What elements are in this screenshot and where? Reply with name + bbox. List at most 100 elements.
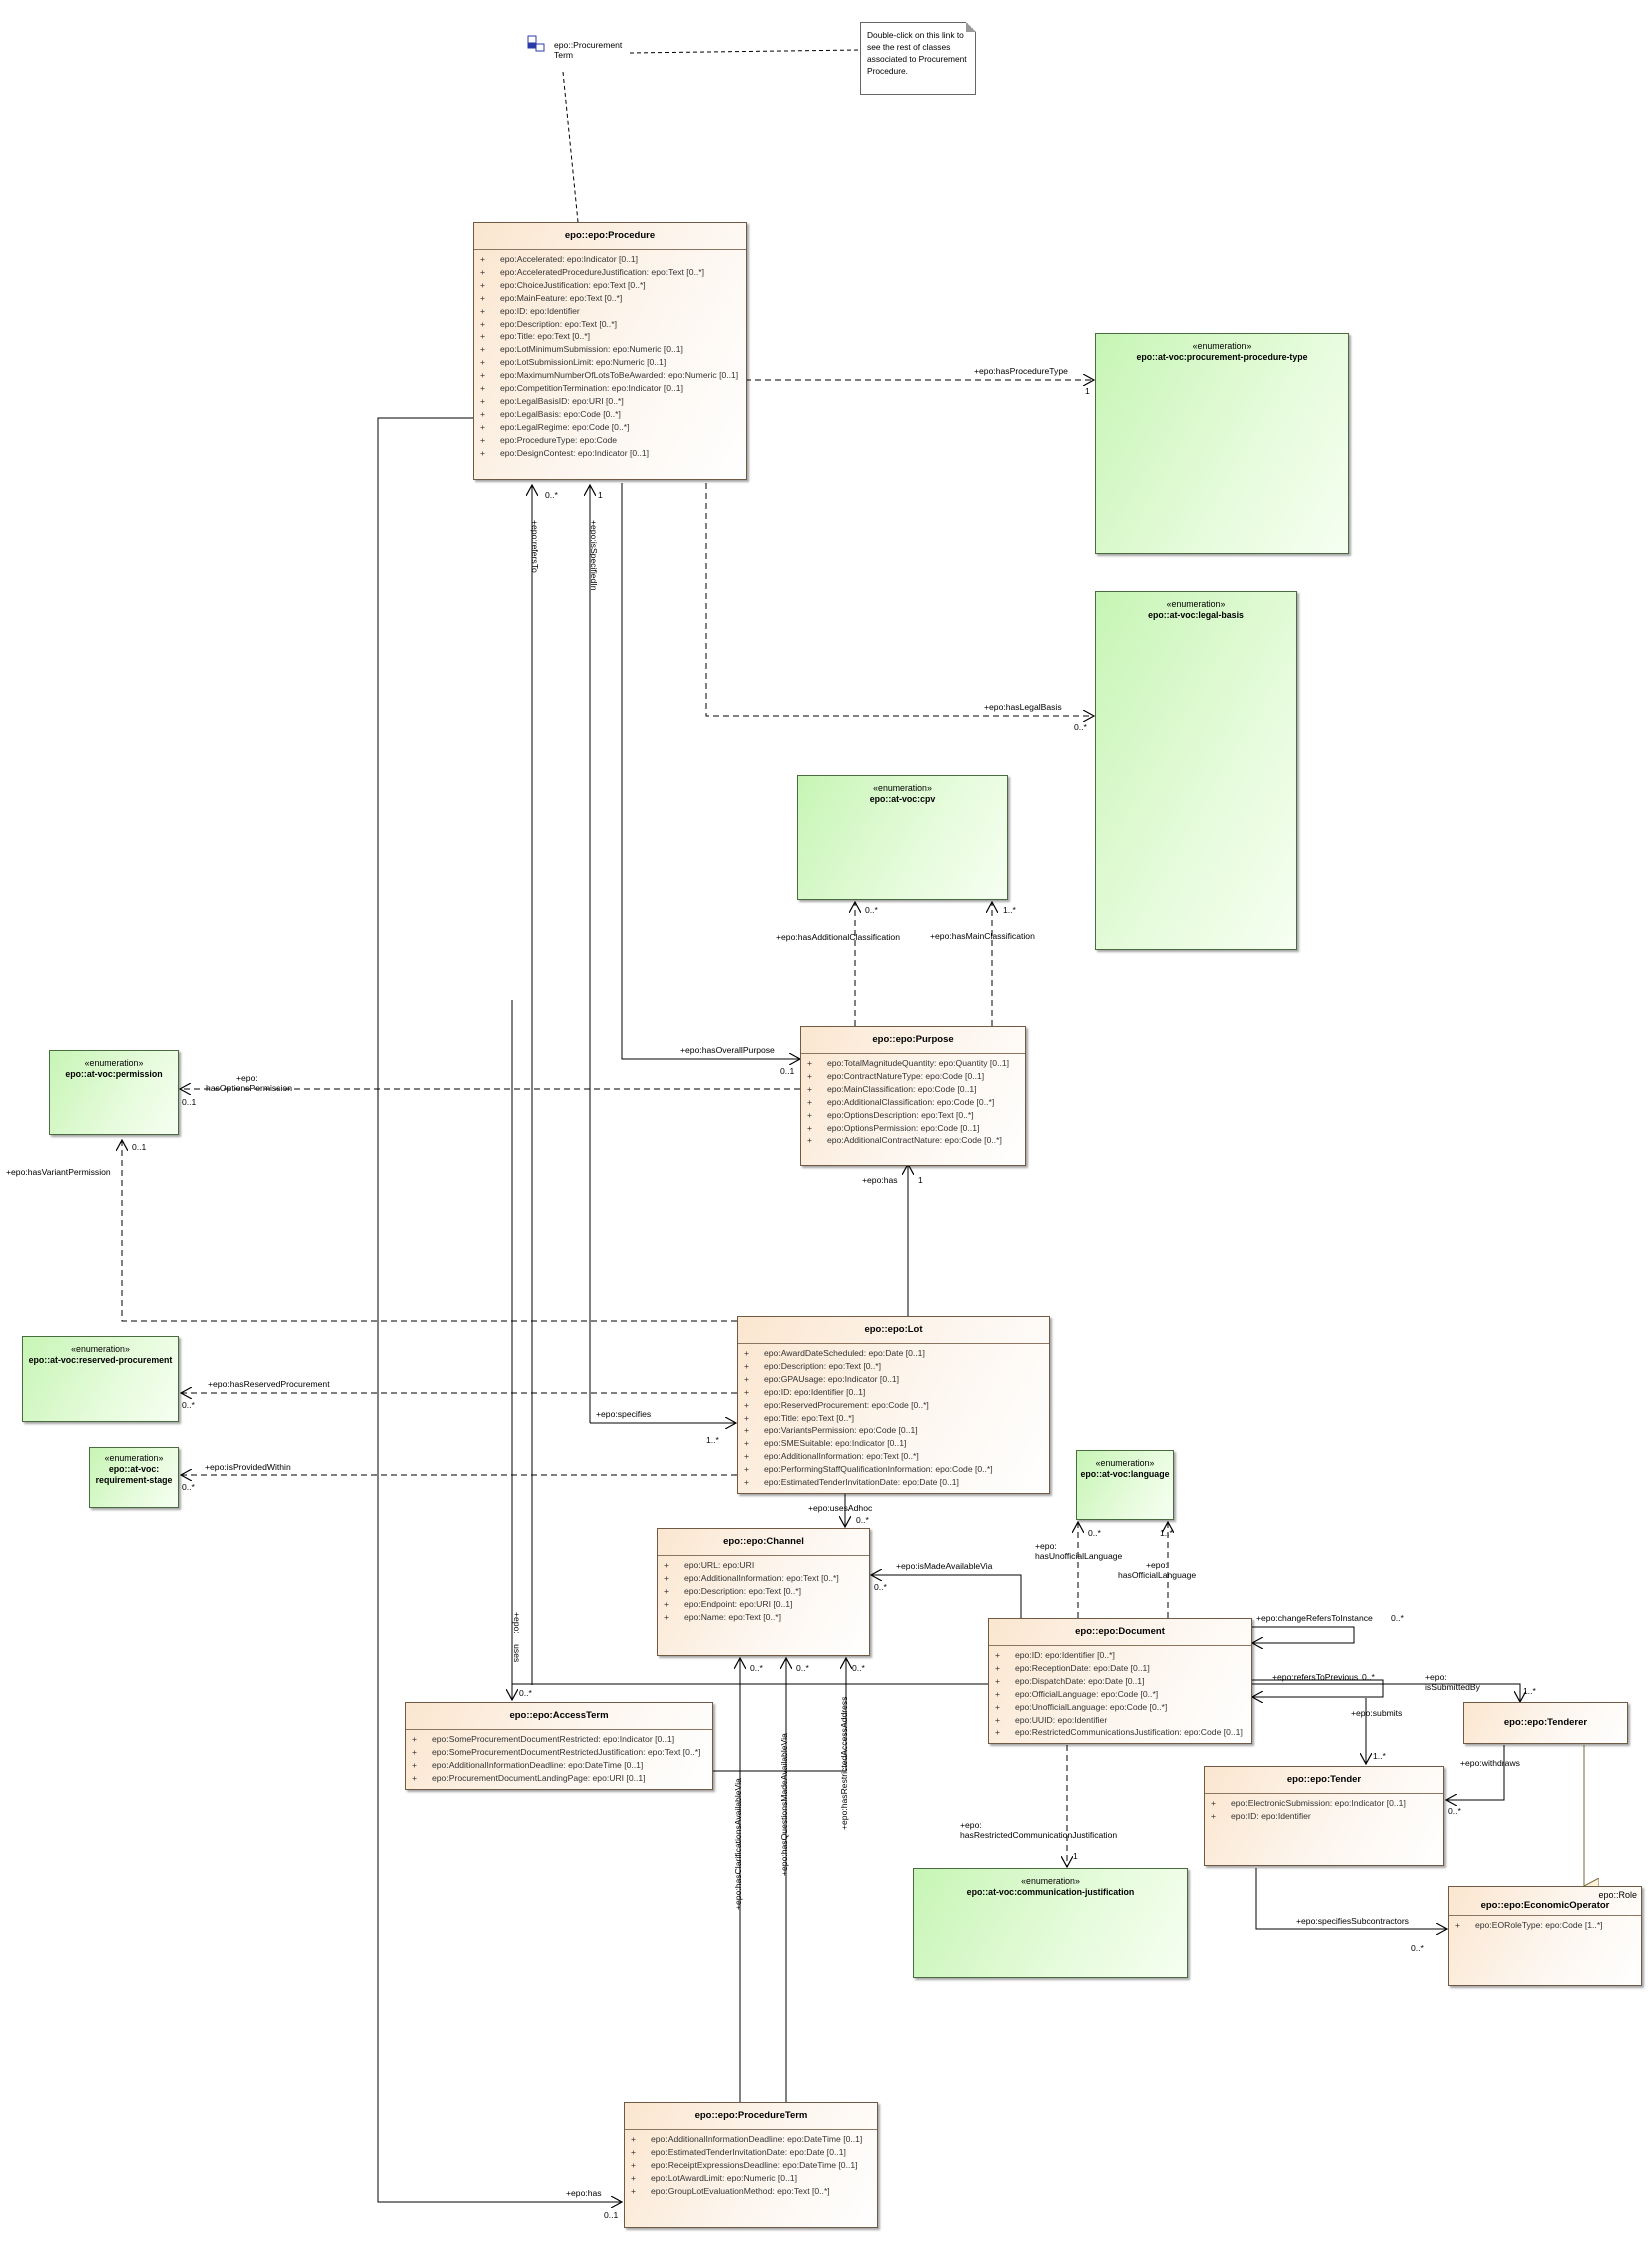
visibility-public: + — [480, 305, 486, 316]
attribute-row[interactable]: +epo:LegalRegime: epo:Code [0..*] — [480, 421, 740, 434]
attribute-text: epo:AdditionalClassification: epo:Code [… — [827, 1096, 995, 1107]
visibility-public: + — [1455, 1920, 1461, 1930]
attribute-row[interactable]: +epo:AcceleratedProcedureJustification: … — [480, 266, 740, 279]
attribute-row[interactable]: +epo:TotalMagnitudeQuantity: epo:Quantit… — [807, 1057, 1019, 1070]
assoc-changeRefersToInstance — [1252, 1626, 1355, 1643]
attribute-row[interactable]: +epo:OfficialLanguage: epo:Code [0..*] — [995, 1688, 1245, 1701]
class-economicoperator[interactable]: epo::Role epo::epo:EconomicOperator +epo… — [1448, 1886, 1642, 1986]
attribute-row[interactable]: +epo:ReceptionDate: epo:Date [0..1] — [995, 1662, 1245, 1675]
attribute-row[interactable]: +epo:ID: epo:Identifier [0..*] — [995, 1649, 1245, 1662]
attribute-row[interactable]: +epo:ID: epo:Identifier [0..1] — [744, 1386, 1043, 1399]
enum-requirement-stage[interactable]: «enumeration» epo::at-voc: requirement-s… — [89, 1447, 179, 1508]
attribute-row[interactable]: +epo:LotSubmissionLimit: epo:Numeric [0.… — [480, 356, 740, 369]
attribute-row[interactable]: +epo:EORoleType: epo:Code [1..*] — [1455, 1919, 1635, 1932]
class-procedureterm[interactable]: epo::epo:ProcedureTerm +epo:AdditionalIn… — [624, 2102, 878, 2228]
attribute-row[interactable]: +epo:UnofficialLanguage: epo:Code [0..*] — [995, 1701, 1245, 1714]
attribute-row[interactable]: +epo:AdditionalInformation: epo:Text [0.… — [664, 1572, 863, 1585]
attribute-row[interactable]: +epo:LegalBasisID: epo:URI [0..*] — [480, 395, 740, 408]
attribute-row[interactable]: +epo:Description: epo:Text [0..*] — [664, 1585, 863, 1598]
attribute-text: epo:Endpoint: epo:URI [0..1] — [684, 1598, 793, 1609]
attribute-row[interactable]: +epo:OptionsPermission: epo:Code [0..1] — [807, 1122, 1019, 1135]
enum-permission[interactable]: «enumeration» epo::at-voc:permission — [49, 1050, 179, 1135]
class-accessterm[interactable]: epo::epo:AccessTerm +epo:SomeProcurement… — [405, 1702, 713, 1790]
visibility-public: + — [995, 1688, 1001, 1699]
attribute-row[interactable]: +epo:LotAwardLimit: epo:Numeric [0..1] — [631, 2172, 871, 2185]
attribute-row[interactable]: +epo:MaximumNumberOfLotsToBeAwarded: epo… — [480, 369, 740, 382]
label-hasProcedureType: +epo:hasProcedureType — [974, 366, 1068, 376]
attribute-row[interactable]: +epo:Description: epo:Text [0..*] — [744, 1360, 1043, 1373]
attribute-text: epo:SMESuitable: epo:Indicator [0..1] — [764, 1438, 907, 1449]
class-lot[interactable]: epo::epo:Lot +epo:AwardDateScheduled: ep… — [737, 1316, 1050, 1494]
attribute-row[interactable]: +epo:RestrictedCommunicationsJustificati… — [995, 1726, 1245, 1739]
attribute-row[interactable]: +epo:VariantsPermission: epo:Code [0..1] — [744, 1424, 1043, 1437]
attribute-row[interactable]: +epo:CompetitionTermination: epo:Indicat… — [480, 382, 740, 395]
attribute-row[interactable]: +epo:URL: epo:URI — [664, 1559, 863, 1572]
attribute-row[interactable]: +epo:GroupLotEvaluationMethod: epo:Text … — [631, 2185, 871, 2198]
attribute-row[interactable]: +epo:LegalBasis: epo:Code [0..*] — [480, 408, 740, 421]
attribute-row[interactable]: +epo:ProcurementDocumentLandingPage: epo… — [412, 1772, 706, 1785]
attribute-row[interactable]: +epo:UUID: epo:Identifier — [995, 1714, 1245, 1727]
attribute-row[interactable]: + epo:Endpoint: epo:URI [0..1] — [664, 1598, 863, 1611]
label-specifiesSubcontractors: +epo:specifiesSubcontractors — [1296, 1916, 1409, 1926]
attribute-row[interactable]: +epo:AdditionalInformationDeadline: epo:… — [412, 1759, 706, 1772]
label-hasLegalBasis: +epo:hasLegalBasis — [984, 702, 1062, 712]
mult-subcontr: 0..* — [1411, 1943, 1424, 1953]
attribute-row[interactable]: +epo:Name: epo:Text [0..*] — [664, 1611, 863, 1624]
procurement-term-link-name[interactable]: epo::Procurement Term — [554, 40, 623, 60]
attribute-row[interactable]: +epo:Title: epo:Text [0..*] — [744, 1412, 1043, 1425]
enum-legal-basis[interactable]: «enumeration» epo::at-voc:legal-basis — [1095, 591, 1297, 950]
attribute-row[interactable]: +epo:SMESuitable: epo:Indicator [0..1] — [744, 1437, 1043, 1450]
attribute-row[interactable]: +epo:AwardDateScheduled: epo:Date [0..1] — [744, 1347, 1043, 1360]
attribute-row[interactable]: +epo:Description: epo:Text [0..*] — [480, 318, 740, 331]
attribute-row[interactable]: +epo:ReservedProcurement: epo:Code [0..*… — [744, 1399, 1043, 1412]
attribute-row[interactable]: +epo:AdditionalContractNature: epo:Code … — [807, 1134, 1019, 1147]
attribute-row[interactable]: +epo:Title: epo:Text [0..*] — [480, 330, 740, 343]
hint-note: Double-click on this link to see the res… — [860, 22, 976, 95]
attribute-row[interactable]: +epo:OptionsDescription: epo:Text [0..*] — [807, 1109, 1019, 1122]
visibility-public: + — [664, 1598, 670, 1609]
class-tenderer[interactable]: epo::epo:Tenderer — [1463, 1702, 1628, 1744]
attribute-row[interactable]: +epo:ElectronicSubmission: epo:Indicator… — [1211, 1797, 1437, 1810]
enum-reserved-procurement[interactable]: «enumeration» epo::at-voc:reserved-procu… — [22, 1336, 179, 1422]
attribute-row[interactable]: +epo:SomeProcurementDocumentRestricted: … — [412, 1733, 706, 1746]
attribute-row[interactable]: +epo:ChoiceJustification: epo:Text [0..*… — [480, 279, 740, 292]
attribute-row[interactable]: +epo:GPAUsage: epo:Indicator [0..1] — [744, 1373, 1043, 1386]
attribute-row[interactable]: +epo:SomeProcurementDocumentRestrictedJu… — [412, 1746, 706, 1759]
enum-cpv[interactable]: «enumeration» epo::at-voc:cpv — [797, 775, 1008, 900]
attribute-row[interactable]: +epo:DesignContest: epo:Indicator [0..1] — [480, 447, 740, 460]
visibility-public: + — [480, 331, 486, 342]
attribute-text: epo:ContractNatureType: epo:Code [0..1] — [827, 1070, 985, 1081]
attribute-row[interactable]: +epo:AdditionalInformationDeadline: epo:… — [631, 2133, 871, 2146]
attribute-row[interactable]: +epo:Accelerated: epo:Indicator [0..1] — [480, 253, 740, 266]
class-document[interactable]: epo::epo:Document +epo:ID: epo:Identifie… — [988, 1618, 1252, 1744]
class-purpose[interactable]: epo::epo:Purpose +epo:TotalMagnitudeQuan… — [800, 1026, 1026, 1166]
attribute-row[interactable]: +epo:LotMinimumSubmission: epo:Numeric [… — [480, 343, 740, 356]
class-tender[interactable]: epo::epo:Tender +epo:ElectronicSubmissio… — [1204, 1766, 1444, 1866]
attribute-row[interactable]: +epo:ReceiptExpressionsDeadline: epo:Dat… — [631, 2159, 871, 2172]
attribute-row[interactable]: +epo:PerformingStaffQualificationInforma… — [744, 1463, 1043, 1476]
attribute-row[interactable]: +epo:ID: epo:Identifier — [1211, 1810, 1437, 1823]
attribute-row[interactable]: +epo:DispatchDate: epo:Date [0..1] — [995, 1675, 1245, 1688]
class-channel[interactable]: epo::epo:Channel +epo:URL: epo:URI+epo:A… — [657, 1528, 870, 1656]
class-procedure[interactable]: epo::epo:Procedure +epo:Accelerated: epo… — [473, 222, 747, 480]
attribute-text: epo:ProcurementDocumentLandingPage: epo:… — [432, 1772, 646, 1783]
mult-access: 0..* — [519, 1688, 532, 1698]
attribute-row[interactable]: +epo:AdditionalInformation: epo:Text [0.… — [744, 1450, 1043, 1463]
attribute-text: epo:Title: epo:Text [0..*] — [764, 1412, 854, 1423]
visibility-public: + — [807, 1096, 813, 1107]
enum-communication-justification[interactable]: «enumeration» epo::at-voc:communication-… — [913, 1868, 1188, 1978]
attribute-row[interactable]: + epo:AdditionalClassification: epo:Code … — [807, 1096, 1019, 1109]
enum-language[interactable]: «enumeration» epo::at-voc:language — [1076, 1450, 1174, 1520]
visibility-public: + — [631, 2185, 637, 2196]
attribute-row[interactable]: +epo:MainClassification: epo:Code [0..1] — [807, 1083, 1019, 1096]
visibility-public: + — [480, 318, 486, 329]
mult-has-purpose: 1 — [918, 1175, 923, 1185]
attribute-row[interactable]: +epo:ID: epo:Identifier — [480, 305, 740, 318]
enum-procurement-procedure-type[interactable]: «enumeration» epo::at-voc:procurement-pr… — [1095, 333, 1349, 554]
attribute-row[interactable]: +epo:MainFeature: epo:Text [0..*] — [480, 292, 740, 305]
attribute-row[interactable]: +epo:ProcedureType: epo:Code — [480, 434, 740, 447]
attribute-row[interactable]: +epo:EstimatedTenderInvitationDate: epo:… — [631, 2146, 871, 2159]
assoc-isSubmittedBy — [1252, 1683, 1520, 1702]
attribute-row[interactable]: +epo:ContractNatureType: epo:Code [0..1] — [807, 1070, 1019, 1083]
attribute-row[interactable]: +epo:EstimatedTenderInvitationDate: epo:… — [744, 1476, 1043, 1489]
